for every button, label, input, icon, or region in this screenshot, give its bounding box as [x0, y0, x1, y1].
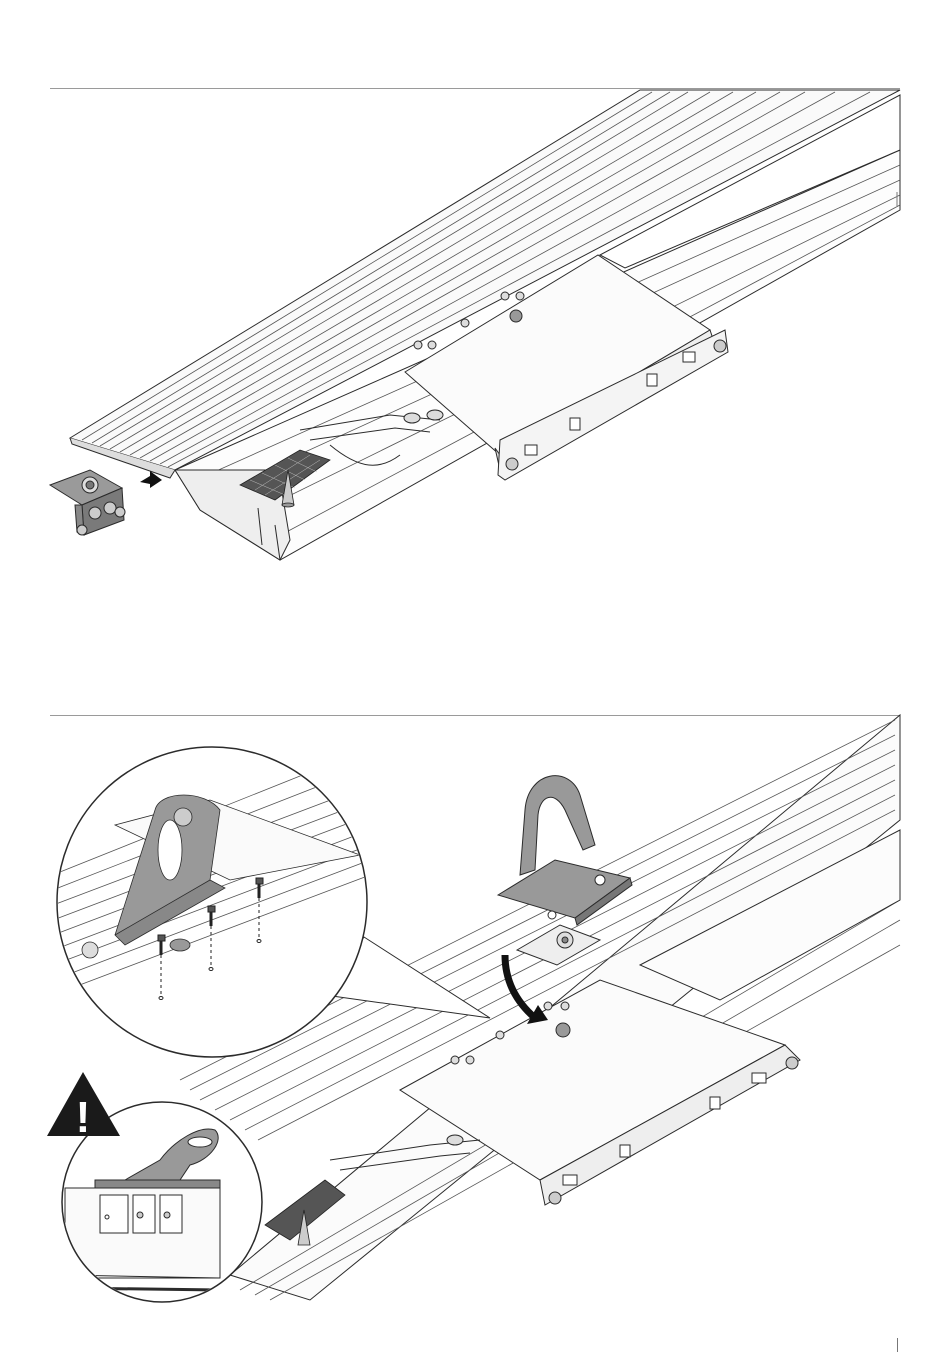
step-2-svg: !	[0, 706, 950, 1326]
base-block	[517, 925, 600, 965]
roller-bracket	[50, 470, 125, 535]
step-1-illustration	[0, 80, 950, 580]
step-1-svg	[0, 80, 950, 600]
detail-magnifier	[40, 747, 490, 1057]
page-edge-mark	[897, 1338, 898, 1352]
warning-detail: !	[47, 1072, 262, 1302]
mounting-plate	[498, 776, 632, 925]
rotation-arrow	[505, 955, 548, 1024]
warning-symbol: !	[76, 1093, 91, 1142]
step-2-illustration: !	[0, 706, 950, 1326]
